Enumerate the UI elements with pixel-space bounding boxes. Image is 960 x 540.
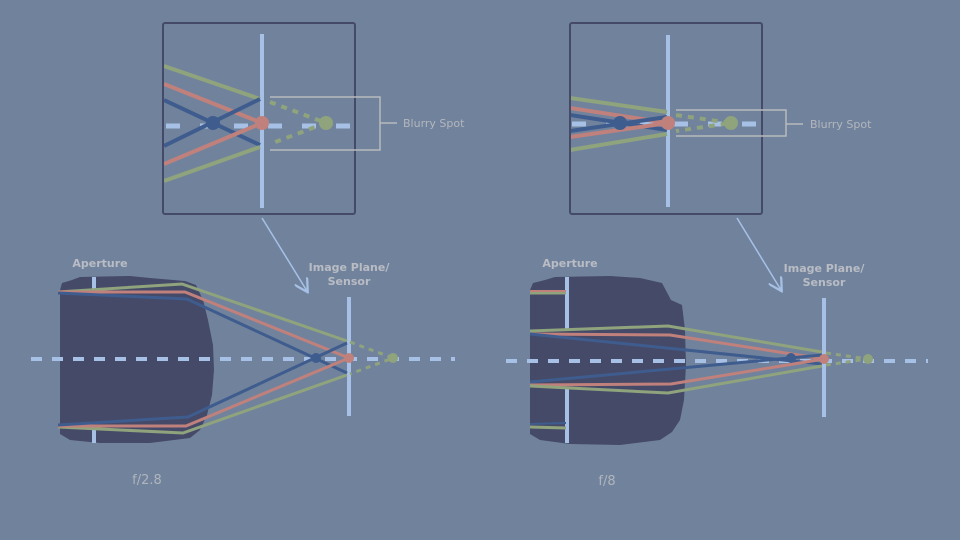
- inset-green-focus-point: [724, 116, 738, 130]
- red-ray-bottom: [529, 357, 825, 387]
- left-diagram: Aperture Image Plane/ Sensor f/2.8: [31, 22, 465, 488]
- blue-ray-top: [57, 291, 348, 375]
- inset-green-ray-top: [164, 64, 261, 101]
- green-ray-top: [529, 324, 823, 354]
- green-focus-point: [863, 354, 873, 364]
- right-diagram: Aperture Image Plane/ Sensor f/8: [506, 22, 928, 489]
- inset-red-ray-top: [164, 82, 263, 125]
- red-ray-top: [58, 290, 350, 360]
- green-ray-bottom-blocked: [529, 425, 567, 430]
- inset-red-ray-bottom: [571, 121, 669, 139]
- inset-green-focus-point: [319, 116, 333, 130]
- red-focus-point: [819, 354, 829, 364]
- sensor-label: Sensor: [328, 275, 371, 288]
- inset-red-focus-point: [661, 116, 675, 130]
- zoom-arrow: [736, 217, 781, 290]
- green-focus-point: [388, 353, 398, 363]
- inset-green-ray-top: [571, 96, 668, 114]
- inset-red-ray-bottom: [164, 121, 263, 166]
- inset-blue-focus-point: [613, 116, 627, 130]
- blue-ray-bottom: [57, 341, 348, 427]
- aperture-label: Aperture: [542, 257, 597, 270]
- zoom-inset: Blurry Spot: [569, 22, 872, 215]
- inset-frame: [162, 22, 356, 215]
- zoom-arrow: [261, 217, 307, 291]
- blurry-spot-bracket: [676, 109, 787, 137]
- green-ray-bottom: [57, 373, 348, 435]
- f-number-label: f/2.8: [132, 473, 162, 488]
- blue-focus-point: [311, 353, 321, 363]
- inset-frame: [569, 22, 763, 215]
- inset-green-ray-extension: [269, 100, 332, 146]
- red-focus-point: [344, 353, 354, 363]
- inset-green-ray-bottom: [571, 132, 668, 152]
- red-ray-top: [529, 332, 825, 361]
- image-plane-label: Image Plane/: [784, 262, 866, 275]
- zoom-inset: Blurry Spot: [162, 22, 465, 215]
- aperture-label: Aperture: [72, 257, 127, 270]
- blurry-spot-label: Blurry Spot: [403, 117, 465, 130]
- inset-blue-focus-point: [206, 116, 220, 130]
- blue-ray-bottom-blocked: [529, 422, 567, 425]
- red-ray-bottom: [58, 356, 350, 428]
- green-ray-top: [57, 282, 348, 343]
- blue-focus-point: [786, 353, 796, 363]
- green-ray-bottom: [529, 364, 823, 395]
- blurry-spot-label: Blurry Spot: [810, 118, 872, 131]
- blue-ray-bottom: [529, 353, 823, 384]
- inset-green-ray-bottom: [164, 145, 261, 183]
- sensor-label: Sensor: [803, 276, 846, 289]
- f-number-label: f/8: [598, 474, 615, 489]
- image-plane-label: Image Plane/: [309, 261, 391, 274]
- inset-red-focus-point: [255, 116, 269, 130]
